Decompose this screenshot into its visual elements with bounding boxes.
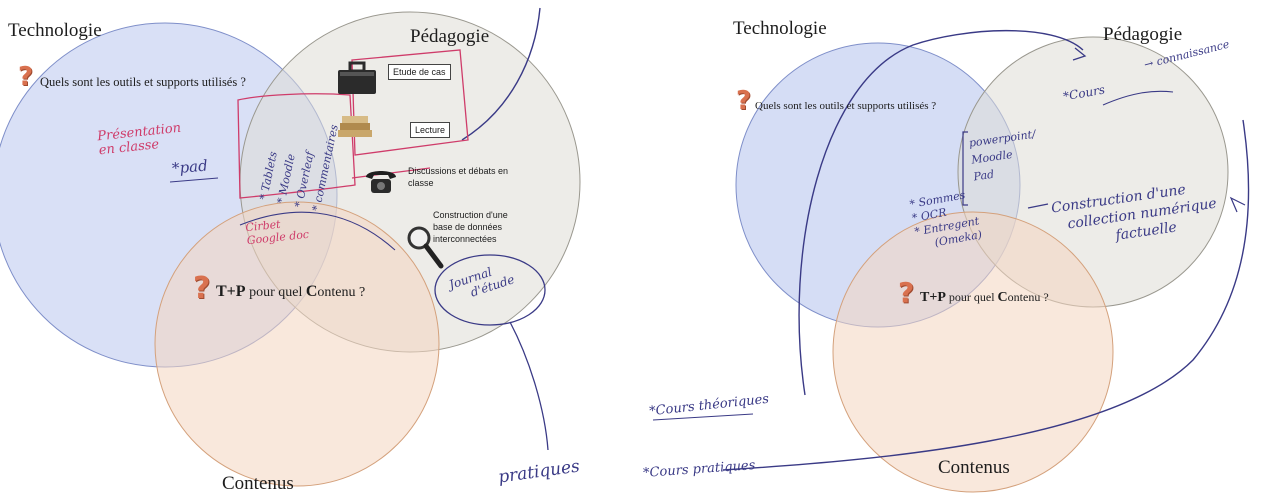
ink-underline-ipad [169, 177, 219, 183]
venn-diagram-left: Technologie Pédagogie Contenus ? Quels s… [0, 0, 630, 500]
label-technologie: Technologie [8, 20, 102, 41]
telephone-icon [366, 171, 396, 193]
venn-circles-right [652, 29, 1250, 493]
label-pedagogie: Pédagogie [1103, 24, 1183, 45]
venn-circles-left [0, 7, 581, 487]
tools-question: Quels sont les outils et supports utilis… [755, 100, 937, 112]
handwritten-tools-list: powerpoint/ Moodle Pad [968, 127, 1037, 184]
venn-diagram-right: Technologie Pédagogie Contenus ? Quels s… [633, 0, 1263, 500]
circle-contenus [154, 201, 440, 487]
ink-loop-theoriques [798, 29, 1084, 396]
ink-arrow-summary [1027, 203, 1049, 209]
method-lecture: Lecture [410, 122, 451, 138]
label-technologie: Technologie [733, 18, 827, 39]
ink-arrow-construction [1229, 196, 1246, 213]
ink-box-pink [237, 93, 356, 199]
question-mark-icon: ? [898, 276, 915, 309]
handwritten-summary-list: * Sommes * OCR * Entregent (Omeka) [908, 188, 983, 250]
magnifier-icon [407, 226, 444, 269]
tp-content-question: T+P pour quel Contenu ? [216, 283, 366, 300]
ink-arrow-top [1072, 47, 1087, 61]
circle-contenus [832, 211, 1114, 493]
books-icon [338, 116, 372, 137]
method-discussions: Discussions et débats en classe [408, 166, 509, 188]
ink-stroke-top-right [461, 7, 541, 141]
label-contenus: Contenus [222, 473, 294, 494]
ink-curve-cirbet [239, 211, 396, 251]
method-etude-de-cas: Etude de cas [388, 64, 451, 80]
ink-bracket-list [962, 131, 968, 206]
ink-arrow-cours [1102, 90, 1174, 106]
ink-ellipse-journal [434, 254, 546, 326]
label-pedagogie: Pédagogie [410, 26, 490, 47]
handwritten-ipad: *pad [171, 156, 209, 178]
ink-underline-theoriques [652, 413, 754, 421]
method-construction-database: Construction d'une base de données inter… [433, 210, 508, 244]
tp-content-question: T+P pour quel Contenu ? [920, 290, 1049, 305]
question-mark-icon: ? [193, 271, 211, 306]
question-mark-icon: ? [18, 62, 34, 92]
briefcase-icon [338, 61, 376, 94]
ink-loop-pratiques [722, 119, 1250, 471]
tools-question: Quels sont les outils et supports utilis… [40, 75, 246, 89]
label-contenus: Contenus [938, 457, 1010, 478]
question-mark-icon: ? [736, 86, 752, 116]
ink-stroke-pratiques [509, 321, 549, 451]
